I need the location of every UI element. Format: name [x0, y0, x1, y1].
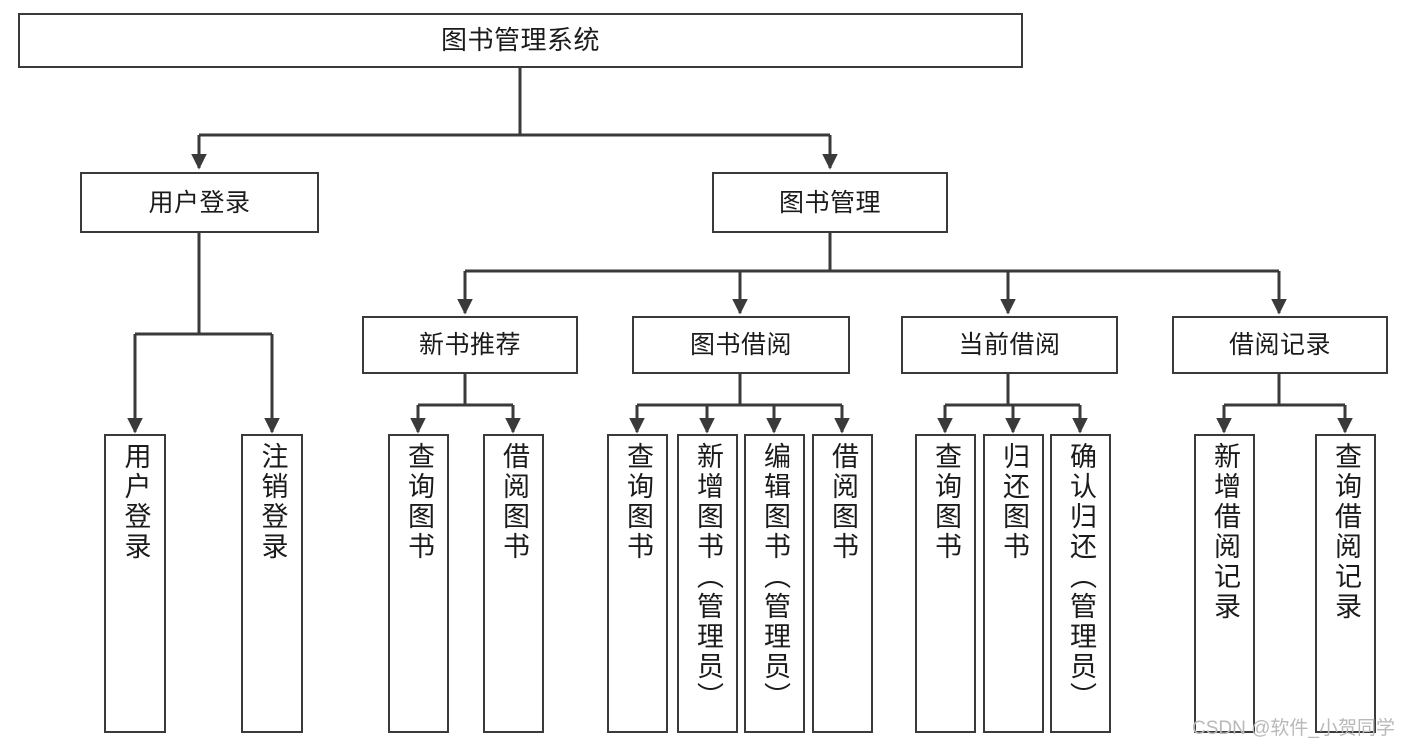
node-borrow-record-label: 借阅记录 — [1228, 331, 1331, 359]
node-root[interactable]: 图书管理系统 — [18, 13, 1023, 68]
node-leaf-user-login[interactable]: 用户登录 — [104, 434, 166, 733]
node-root-label: 图书管理系统 — [440, 24, 600, 55]
node-leaf-query-book-2[interactable]: 查询图书 — [607, 434, 668, 733]
watermark-text: CSDN @软件_小贺同学 — [1192, 718, 1395, 739]
node-current-borrow[interactable]: 当前借阅 — [901, 316, 1118, 374]
node-borrow-record[interactable]: 借阅记录 — [1172, 316, 1388, 374]
node-leaf-add-book[interactable]: 新增图书（管理员） — [677, 434, 738, 733]
node-user-login[interactable]: 用户登录 — [80, 172, 319, 233]
node-leaf-query-book-3[interactable]: 查询图书 — [915, 434, 976, 733]
node-leaf-edit-book-label: 编辑图书（管理员） — [760, 442, 790, 712]
node-leaf-logout-login-label: 注销登录 — [257, 442, 288, 562]
node-book-management-label: 图书管理 — [778, 188, 881, 217]
node-leaf-borrow-book-2[interactable]: 借阅图书 — [812, 434, 873, 733]
node-leaf-add-record-label: 新增借阅记录 — [1210, 442, 1240, 622]
node-leaf-return-book-label: 归还图书 — [999, 442, 1029, 562]
node-leaf-borrow-book-2-label: 借阅图书 — [828, 442, 858, 562]
node-book-borrow-label: 图书借阅 — [689, 331, 792, 359]
node-new-book-recommend-label: 新书推荐 — [418, 331, 521, 359]
node-new-book-recommend[interactable]: 新书推荐 — [362, 316, 578, 374]
node-current-borrow-label: 当前借阅 — [958, 331, 1061, 359]
node-leaf-query-book-1[interactable]: 查询图书 — [388, 434, 449, 733]
node-leaf-add-record[interactable]: 新增借阅记录 — [1194, 434, 1255, 733]
node-leaf-confirm-return[interactable]: 确认归还（管理员） — [1050, 434, 1111, 733]
node-leaf-edit-book[interactable]: 编辑图书（管理员） — [744, 434, 805, 733]
node-user-login-label: 用户登录 — [148, 188, 251, 217]
node-leaf-return-book[interactable]: 归还图书 — [983, 434, 1044, 733]
node-book-borrow[interactable]: 图书借阅 — [632, 316, 850, 374]
node-leaf-add-book-label: 新增图书（管理员） — [693, 442, 723, 712]
node-leaf-query-record-label: 查询借阅记录 — [1331, 442, 1361, 622]
node-leaf-logout-login[interactable]: 注销登录 — [241, 434, 303, 733]
node-leaf-query-record[interactable]: 查询借阅记录 — [1315, 434, 1376, 733]
node-book-management[interactable]: 图书管理 — [712, 172, 948, 233]
node-leaf-query-book-2-label: 查询图书 — [623, 442, 653, 562]
node-leaf-user-login-label: 用户登录 — [120, 442, 151, 562]
node-leaf-borrow-book-1[interactable]: 借阅图书 — [483, 434, 544, 733]
node-leaf-confirm-return-label: 确认归还（管理员） — [1066, 442, 1096, 712]
node-leaf-query-book-1-label: 查询图书 — [404, 442, 434, 562]
node-leaf-query-book-3-label: 查询图书 — [931, 442, 961, 562]
node-leaf-borrow-book-1-label: 借阅图书 — [499, 442, 529, 562]
